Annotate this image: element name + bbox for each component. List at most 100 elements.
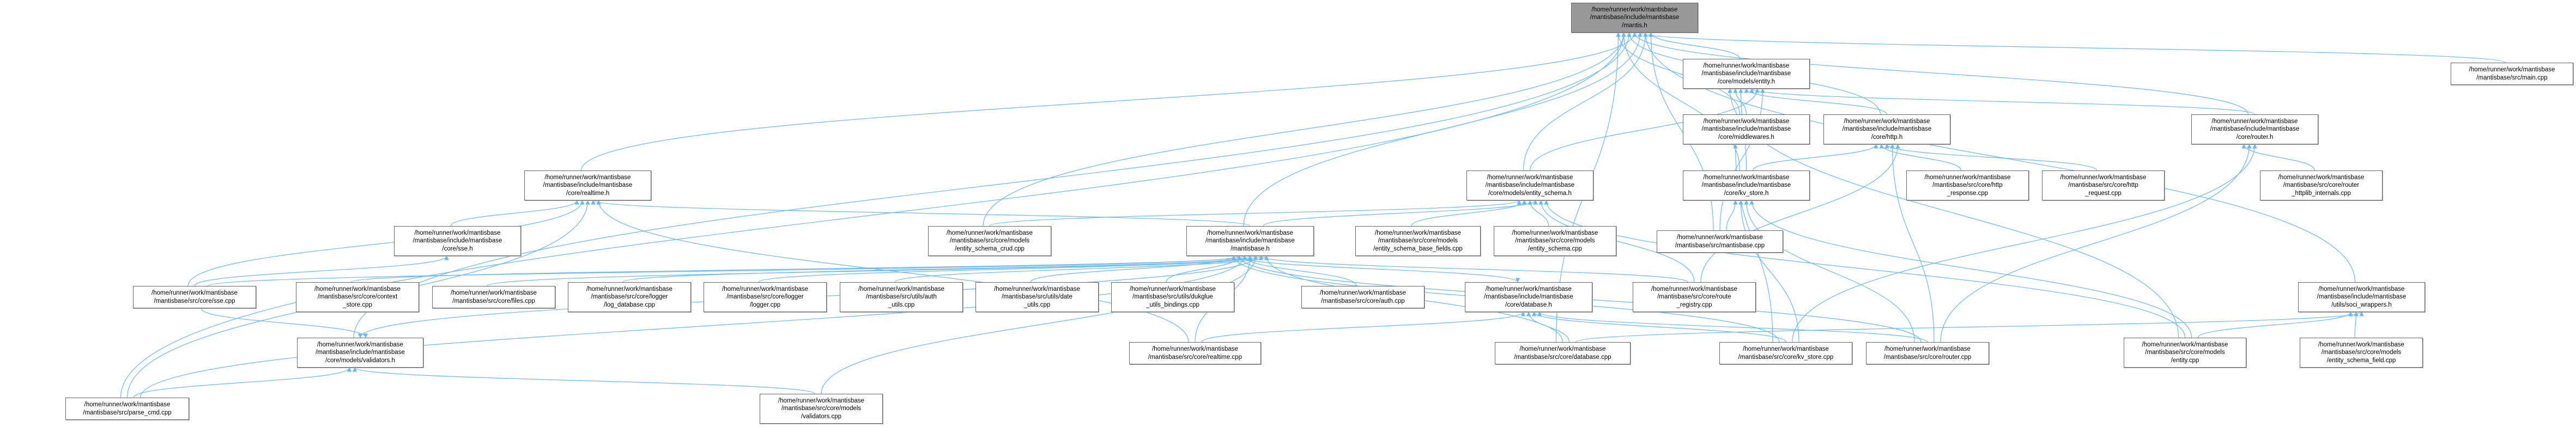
edge-sse-cpp-to-validators-h [201, 308, 368, 338]
node-middlewares-h[interactable]: /home/runner/work/mantisbase/mantisbase/… [1683, 114, 1810, 144]
node-auth-utils-cpp[interactable]: /home/runner/work/mantisbase/mantisbase/… [840, 282, 963, 312]
node-entity-schema-cpp[interactable]: /home/runner/work/mantisbase/mantisbase/… [1494, 226, 1616, 256]
node-label-line: _registry.cpp [1676, 301, 1712, 308]
node-router-cpp[interactable]: /home/runner/work/mantisbase/mantisbase/… [1866, 342, 1989, 364]
node-validators-cpp[interactable]: /home/runner/work/mantisbase/mantisbase/… [760, 394, 883, 424]
node-label-line: /mantisbase/src/mantisbase.cpp [1675, 242, 1765, 249]
node-label-line: /home/runner/work/mantisbase [1703, 62, 1790, 69]
node-label-line: /mantisbase/src/core/kv_store.cpp [1738, 353, 1834, 361]
edge-sse-cpp-to-sse-h [194, 255, 449, 286]
edge-entity-schema-crud-cpp-to-mantis-h [983, 32, 1626, 227]
node-http-h[interactable]: /home/runner/work/mantisbase/mantisbase/… [1823, 114, 1950, 144]
node-label-line: /home/runner/work/mantisbase [2060, 174, 2147, 181]
node-label-line: /home/runner/work/mantisbase [1130, 285, 1216, 292]
node-label-line: /home/runner/work/mantisbase [2318, 341, 2404, 348]
node-label-line: /mantisbase/src/core/models [2321, 349, 2402, 356]
node-database-cpp[interactable]: /home/runner/work/mantisbase/mantisbase/… [1495, 342, 1631, 364]
edge-database-cpp-to-database-h [1526, 312, 1570, 343]
node-auth-cpp[interactable]: /home/runner/work/mantisbase/mantisbase/… [1301, 286, 1425, 308]
edge-mantisbase-h-to-database-h [1237, 255, 1520, 283]
node-label-line: /mantisbase/src/core/models [781, 405, 862, 412]
node-router-h[interactable]: /home/runner/work/mantisbase/mantisbase/… [2191, 114, 2318, 144]
node-sse-h[interactable]: /home/runner/work/mantisbase/mantisbase/… [394, 226, 521, 256]
node-label-line: _response.cpp [1947, 190, 1989, 197]
node-realtime-cpp[interactable]: /home/runner/work/mantisbase/mantisbase/… [1129, 342, 1261, 364]
node-http-request-cpp[interactable]: /home/runner/work/mantisbase/mantisbase/… [2042, 170, 2165, 200]
node-context-store-cpp[interactable]: /home/runner/work/mantisbase/mantisbase/… [296, 282, 419, 312]
node-label-line: /home/runner/work/mantisbase [1651, 285, 1737, 292]
node-files-cpp[interactable]: /home/runner/work/mantisbase/mantisbase/… [432, 286, 555, 308]
edge-entity-schema-crud-cpp-to-entity-schema-h [989, 200, 1522, 227]
edge-context-store-cpp-to-mantisbase-h [350, 255, 1247, 283]
node-database-h[interactable]: /home/runner/work/mantisbase/mantisbase/… [1465, 282, 1592, 312]
node-label-line: /mantisbase/src/core/models [949, 237, 1030, 245]
edge-files-cpp-to-mantisbase-h [487, 255, 1252, 286]
node-label-line: /home/runner/work/mantisbase [1844, 118, 1930, 125]
node-dukglue-cpp[interactable]: /home/runner/work/mantisbase/mantisbase/… [1111, 282, 1234, 312]
node-soci-wrappers-h[interactable]: /home/runner/work/mantisbase/mantisbase/… [2298, 282, 2425, 312]
node-parse-cmd-cpp[interactable]: /home/runner/work/mantisbase/mantisbase/… [65, 398, 189, 420]
node-entity-h[interactable]: /home/runner/work/mantisbase/mantisbase/… [1683, 59, 1810, 89]
node-label-line: /mantisbase/src/core/auth.cpp [1321, 297, 1405, 304]
node-logger-cpp[interactable]: /home/runner/work/mantisbase/mantisbase/… [704, 282, 827, 312]
node-label-line: /home/runner/work/mantisbase [2211, 118, 2298, 125]
node-label-line: /mantisbase/include/mantisbase [2210, 126, 2300, 133]
node-kv-store-cpp[interactable]: /home/runner/work/mantisbase/mantisbase/… [1719, 342, 1852, 364]
node-label-line: /mantisbase/src/core/logger [726, 294, 804, 301]
node-log-database-cpp[interactable]: /home/runner/work/mantisbase/mantisbase/… [568, 282, 691, 312]
node-label-line: /mantis.h [1622, 22, 1647, 29]
node-kv-store-h[interactable]: /home/runner/work/mantisbase/mantisbase/… [1683, 170, 1810, 200]
node-label-line: /mantisbase/src/core/files.cpp [452, 297, 535, 304]
node-label-line: /home/runner/work/mantisbase [722, 285, 808, 292]
node-mantisbase-cpp[interactable]: /home/runner/work/mantisbase/mantisbase/… [1657, 230, 1783, 253]
node-label-line: /mantisbase/src/core/logger [591, 294, 668, 301]
node-label-line: /mantisbase/src/core/models [2145, 349, 2225, 356]
node-label-line: /home/runner/work/mantisbase [1884, 346, 1971, 352]
node-mantis-h[interactable]: /home/runner/work/mantisbase/mantisbase/… [1571, 3, 1698, 33]
edge-parse-cmd-cpp-to-validators-h [133, 367, 352, 398]
node-label-line: /core/sse.h [442, 245, 473, 252]
node-label-line: /home/runner/work/mantisbase [1591, 6, 1678, 13]
edge-entity-cpp-to-soci-wrappers-h [2197, 312, 2353, 338]
node-label-line: /log_database.cpp [604, 301, 655, 308]
node-label-line: /home/runner/work/mantisbase [778, 397, 864, 404]
node-realtime-h[interactable]: /home/runner/work/mantisbase/mantisbase/… [524, 170, 651, 200]
node-label-line: /entity_schema_base_fields.cpp [1373, 245, 1463, 252]
edge-entity-cpp-to-entity-schema-h [1544, 200, 2186, 338]
node-http-response-cpp[interactable]: /home/runner/work/mantisbase/mantisbase/… [1906, 170, 2029, 200]
node-label-line: /core/middlewares.h [1718, 133, 1774, 141]
node-entity-schema-field-cpp[interactable]: /home/runner/work/mantisbase/mantisbase/… [2300, 338, 2423, 368]
node-label-line: /core/models/validators.h [325, 357, 395, 364]
edge-sse-cpp-to-mantisbase-h [207, 255, 1241, 286]
node-label-line: /mantisbase/src/core/realtime.cpp [1148, 353, 1242, 361]
node-label-line: /home/runner/work/mantisbase [1703, 118, 1790, 125]
edge-router-cpp-to-router-h [1940, 144, 2252, 343]
node-router-httplib-cpp[interactable]: /home/runner/work/mantisbase/mantisbase/… [2260, 170, 2383, 200]
node-main-cpp[interactable]: /home/runner/work/mantisbase/mantisbase/… [2451, 63, 2573, 85]
node-date-utils-cpp[interactable]: /home/runner/work/mantisbase/mantisbase/… [975, 282, 1099, 312]
node-label-line: /home/runner/work/mantisbase [314, 285, 401, 292]
node-label-line: /entity.cpp [2171, 357, 2199, 364]
edge-entity-h-to-mantis-h [1648, 32, 1741, 59]
node-route-registry-cpp[interactable]: /home/runner/work/mantisbase/mantisbase/… [1633, 282, 1756, 312]
node-mantisbase-h[interactable]: /home/runner/work/mantisbase/mantisbase/… [1186, 226, 1314, 256]
node-label-line: /core/models/entity.h [1717, 78, 1775, 85]
node-label-line: /mantisbase/src/core/models [1515, 237, 1595, 245]
edge-realtime-cpp-to-database-h [1201, 312, 1526, 343]
node-sse-cpp[interactable]: /home/runner/work/mantisbase/mantisbase/… [133, 286, 256, 308]
edge-kv-store-cpp-to-router-h [1792, 144, 2257, 343]
node-label-line: /utils/soci_wrappers.h [2331, 301, 2392, 308]
node-label-line: /mantisbase/src/parse_cmd.cpp [83, 409, 172, 416]
node-entity-schema-crud-cpp[interactable]: /home/runner/work/mantisbase/mantisbase/… [928, 226, 1051, 256]
node-entity-schema-base-fields-cpp[interactable]: /home/runner/work/mantisbase/mantisbase/… [1355, 226, 1481, 256]
edge-entity-cpp-to-kv-store-h [1749, 200, 2192, 338]
edge-validators-cpp-to-validators-h [353, 367, 815, 394]
edge-dukglue-cpp-to-mantisbase-h [1166, 255, 1242, 283]
node-entity-schema-h[interactable]: /home/runner/work/mantisbase/mantisbase/… [1466, 170, 1593, 200]
node-validators-h[interactable]: /home/runner/work/mantisbase/mantisbase/… [297, 338, 423, 368]
node-label-line: /home/runner/work/mantisbase [2142, 341, 2228, 348]
edge-route-registry-cpp-to-http-h [1700, 144, 1900, 283]
node-label-line: /mantisbase/include/mantisbase [1842, 126, 1932, 133]
node-entity-cpp[interactable]: /home/runner/work/mantisbase/mantisbase/… [2124, 338, 2246, 368]
